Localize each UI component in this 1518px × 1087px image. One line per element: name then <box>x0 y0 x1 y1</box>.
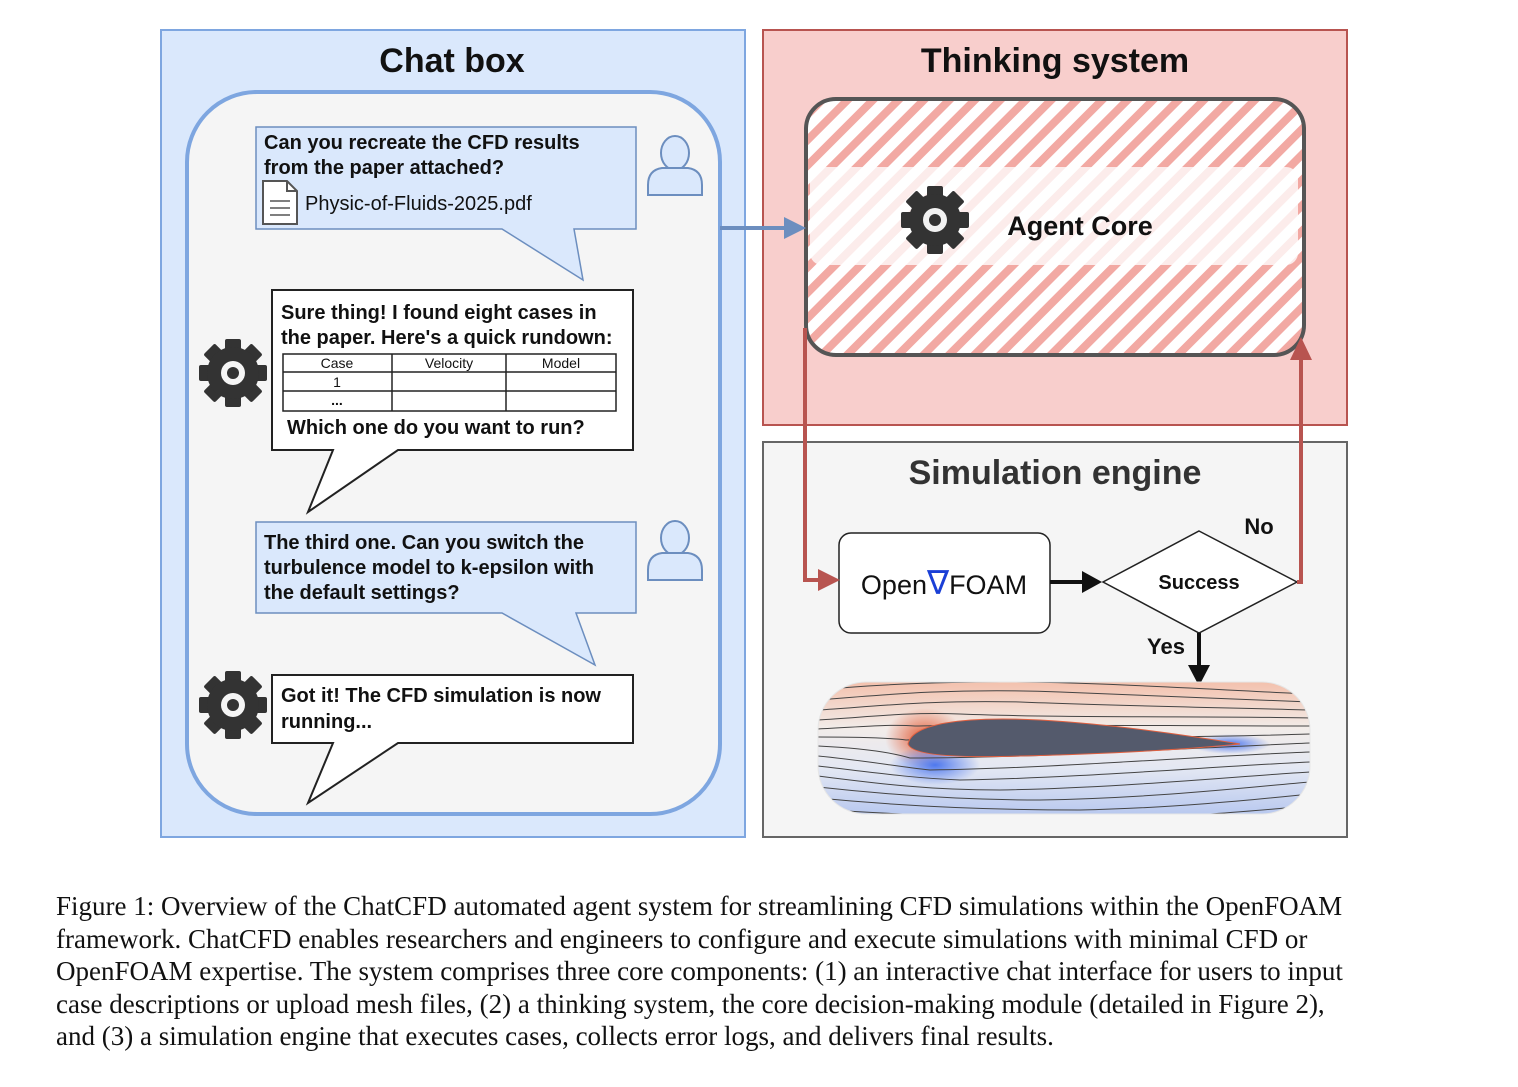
document-icon <box>262 180 298 225</box>
airfoil-flow-result-image <box>818 682 1310 814</box>
caption-line: OpenFOAM expertise. The system comprises… <box>56 956 1343 986</box>
user-message-1: Can you recreate the CFD results from th… <box>255 126 637 282</box>
agent-message-1-line2: the paper. Here's a quick rundown: <box>281 327 613 349</box>
agent-message-1-question: Which one do you want to run? <box>287 417 585 439</box>
table-cell: 1 <box>333 374 341 390</box>
caption-line: Figure 1: Overview of the ChatCFD automa… <box>56 891 1343 921</box>
simulation-engine-title: Simulation engine <box>909 454 1202 492</box>
cases-table: Case Velocity Model 1 ... <box>282 353 617 412</box>
figure-caption: Figure 1: Overview of the ChatCFD automa… <box>56 890 1468 1053</box>
agent-message-2-line1: Got it! The CFD simulation is now <box>281 685 601 707</box>
no-label: No <box>1244 514 1273 539</box>
agent-message-2: Got it! The CFD simulation is now runnin… <box>271 674 634 806</box>
agent-gear-icon <box>199 339 267 407</box>
agent-core-gear-icon <box>901 186 969 254</box>
agent-message-2-line2: running... <box>281 711 372 733</box>
table-header-model: Model <box>542 355 580 371</box>
yes-label: Yes <box>1147 634 1185 659</box>
user-message-2-line1: The third one. Can you switch the <box>264 532 584 554</box>
chat-to-thinking-arrow <box>720 217 806 239</box>
thinking-to-openfoam-arrow <box>803 328 840 591</box>
agent-bubble-2 <box>271 674 634 806</box>
agent-core-label: Agent Core <box>1007 211 1153 241</box>
user-message-1-line1: Can you recreate the CFD results <box>264 132 580 154</box>
agent-message-1: Sure thing! I found eight cases in the p… <box>271 289 634 515</box>
success-decision: Success <box>1101 530 1299 634</box>
chat-box-title: Chat box <box>379 42 525 80</box>
caption-line: framework. ChatCFD enables researchers a… <box>56 923 1308 954</box>
agent-gear-icon <box>199 671 267 739</box>
success-no-feedback-arrow <box>1290 337 1312 584</box>
user-bubble-1 <box>255 126 637 282</box>
user-message-1-line2: from the paper attached? <box>264 157 504 179</box>
chat-window <box>185 90 722 816</box>
table-header-velocity: Velocity <box>425 355 473 371</box>
openfoam-box: Open∇FOAM <box>838 532 1051 634</box>
attachment-filename: Physic-of-Fluids-2025.pdf <box>305 193 532 215</box>
openfoam-to-success-arrow <box>1050 571 1102 593</box>
table-cell: ... <box>331 392 343 408</box>
user-icon <box>647 520 703 581</box>
chatcfd-overview-diagram: Chat box Can you recreate the CFD result… <box>160 29 1348 838</box>
user-icon <box>647 135 703 196</box>
caption-line: case descriptions or upload mesh files, … <box>56 988 1325 1019</box>
user-message-2-line3: the default settings? <box>264 582 460 604</box>
success-label: Success <box>1158 572 1239 594</box>
user-message-2: The third one. Can you switch the turbul… <box>255 521 637 667</box>
caption-line: and (3) a simulation engine that execute… <box>56 1021 1054 1051</box>
thinking-system-title: Thinking system <box>921 42 1189 80</box>
thinking-system-panel: Thinking system Agent Core <box>762 29 1348 426</box>
openfoam-logo: Open∇FOAM <box>861 564 1027 601</box>
user-bubble-2 <box>255 521 637 667</box>
agent-message-1-line1: Sure thing! I found eight cases in <box>281 302 597 324</box>
airfoil-shape <box>907 718 1241 758</box>
table-header-case: Case <box>321 355 354 371</box>
success-yes-arrow <box>1188 633 1210 686</box>
user-message-2-line2: turbulence model to k-epsilon with <box>264 557 594 579</box>
